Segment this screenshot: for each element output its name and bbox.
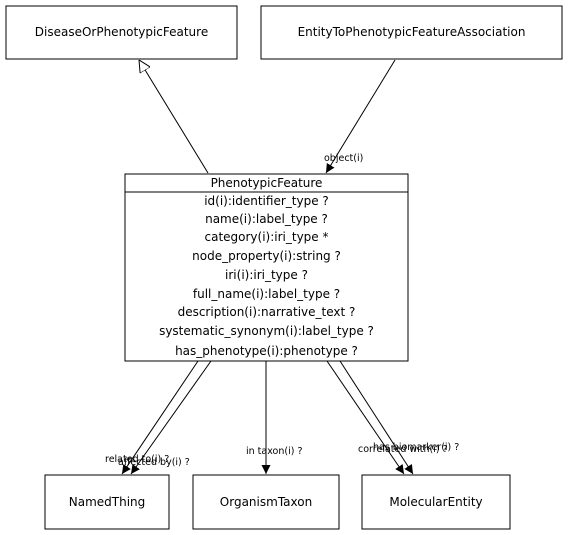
attribute-name: name(i):label_type ? <box>205 212 328 226</box>
attribute-id: id(i):identifier_type ? <box>204 194 329 208</box>
class-named-thing[interactable]: NamedThing <box>44 474 170 530</box>
attribute-node-property: node_property(i):string ? <box>192 249 341 263</box>
is-a-edge <box>139 60 209 174</box>
class-organism-taxon[interactable]: OrganismTaxon <box>192 474 340 530</box>
class-molecular-entity[interactable]: MolecularEntity <box>361 474 511 530</box>
attribute-description: description(i):narrative_text ? <box>178 305 356 319</box>
attribute-iri: iri(i):iri_type ? <box>225 268 308 282</box>
class-name: MolecularEntity <box>389 495 482 509</box>
edge-label-related-to: related to(i) ? <box>105 454 169 465</box>
related-to-edge <box>121 360 199 475</box>
has-biomarker-edge <box>339 360 414 475</box>
edge-label-affected-by: affected by(i) ? <box>118 457 190 468</box>
class-name: OrganismTaxon <box>220 495 312 509</box>
class-name: DiseaseOrPhenotypicFeature <box>35 25 208 39</box>
attribute-full-name: full_name(i):label_type ? <box>193 287 340 301</box>
class-entity-to-phenotypic-feature-association[interactable]: EntityToPhenotypicFeatureAssociation <box>260 5 563 60</box>
attribute-systematic-synonym: systematic_synonym(i):label_type ? <box>159 324 374 338</box>
correlated-with-edge <box>326 360 405 475</box>
edge-label-correlated-with: correlated with(i) ? <box>358 444 448 455</box>
class-name: PhenotypicFeature <box>211 176 323 190</box>
affected-by-edge <box>130 360 212 475</box>
edge-label-has-biomarker: has biomarker(i) ? <box>373 442 459 453</box>
class-name: NamedThing <box>69 495 146 509</box>
edge-label-in-taxon: in taxon(i) ? <box>246 446 303 457</box>
edge-label-object: object(i) <box>324 153 363 164</box>
object-edge <box>325 59 396 174</box>
attribute-category: category(i):iri_type * <box>205 230 329 244</box>
attribute-has-phenotype: has_phenotype(i):phenotype ? <box>175 344 358 358</box>
class-phenotypic-feature[interactable]: PhenotypicFeature id(i):identifier_type … <box>124 173 409 362</box>
class-disease-or-phenotypic-feature[interactable]: DiseaseOrPhenotypicFeature <box>5 5 238 60</box>
class-name: EntityToPhenotypicFeatureAssociation <box>298 25 526 39</box>
